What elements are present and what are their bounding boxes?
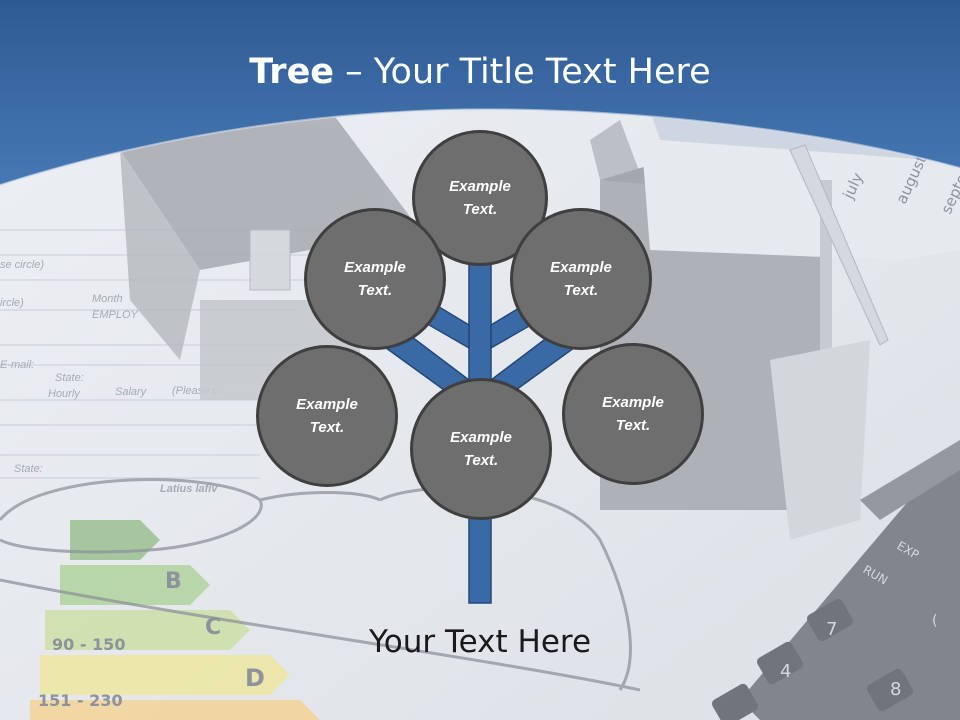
calculator-key: ( xyxy=(932,613,937,629)
form-label: EMPLOY xyxy=(92,309,139,321)
energy-label-chart: B C 90 - 150 D 151 - 230 xyxy=(30,520,320,720)
form-label: ircle) xyxy=(0,297,24,309)
calculator-key: 8 xyxy=(890,679,901,700)
form-label: se circle) xyxy=(0,259,44,271)
tree-node-mid-left: Example Text. xyxy=(256,345,398,487)
title-rest: – Your Title Text Here xyxy=(334,52,711,92)
calculator-image: EXP RUN 7 4 8 ( xyxy=(712,440,960,720)
tree-node-upper-left: Example Text. xyxy=(304,208,446,350)
title-bold: Tree xyxy=(249,52,335,92)
tree-node-mid-right: Example Text. xyxy=(562,343,704,485)
energy-label: C xyxy=(205,615,221,640)
tree-node-label: Example Text. xyxy=(550,259,612,299)
calculator-key: 7 xyxy=(826,619,837,640)
tree-node-center: Example Text. xyxy=(410,378,552,520)
form-label: Salary xyxy=(115,386,148,398)
energy-label: 151 - 230 xyxy=(38,691,123,710)
tree-node-label: Example Text. xyxy=(344,259,406,299)
tree-node-label: Example Text. xyxy=(449,178,511,218)
tree-node-upper-right: Example Text. xyxy=(510,208,652,350)
form-label: E-mail: xyxy=(0,359,34,371)
tree-node-label: Example Text. xyxy=(450,429,512,469)
tree-node-label: Example Text. xyxy=(602,394,664,434)
energy-label: B xyxy=(165,569,182,594)
energy-label: 90 - 150 xyxy=(52,635,125,654)
chart-strip xyxy=(770,340,870,540)
header-band xyxy=(0,0,960,185)
form-label: Hourly xyxy=(48,388,81,400)
form-label: State: xyxy=(14,463,43,475)
calendar-sheet: july august septem xyxy=(640,110,960,410)
tree-node-label: Example Text. xyxy=(296,396,358,436)
calculator-key: 4 xyxy=(780,661,791,682)
slide-footer-text: Your Text Here xyxy=(368,624,592,660)
slide-title: Tree – Your Title Text Here xyxy=(0,52,960,92)
form-label: State: xyxy=(55,372,84,384)
energy-label: D xyxy=(245,664,265,692)
pen-image xyxy=(789,144,889,346)
form-label: Month xyxy=(92,293,123,305)
form-label: Latius lafiv xyxy=(160,483,218,495)
